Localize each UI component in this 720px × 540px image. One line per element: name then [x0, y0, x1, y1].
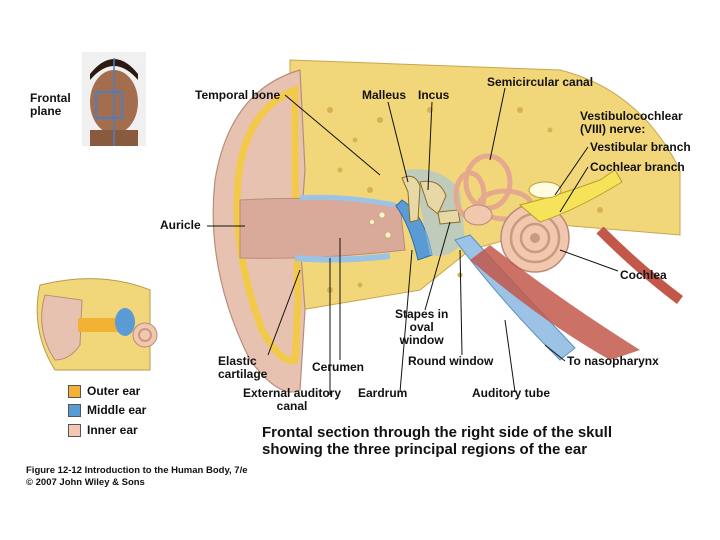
legend-swatch — [68, 403, 81, 417]
face-thumbnail — [82, 52, 146, 146]
label-stapes-oval-window: Stapes in oval window — [395, 307, 449, 347]
label-cochlear-branch: Cochlear branch — [590, 160, 685, 174]
cochlea-shape — [500, 203, 570, 273]
external-auditory-canal-shape — [239, 197, 406, 259]
muscle-shape — [470, 245, 640, 360]
ossicles — [401, 175, 461, 225]
figure-credit-line1: Figure 12-12 Introduction to the Human B… — [26, 465, 248, 476]
label-vestibulocochlear-nerve: Vestibulocochlear (VIII) nerve: — [580, 109, 683, 136]
label-vestibular-branch: Vestibular branch — [590, 140, 691, 154]
legend-item-middle-ear: Middle ear — [68, 403, 146, 417]
label-elastic-cartilage: Elastic cartilage — [218, 354, 268, 381]
inset-ear-diagram — [36, 278, 158, 371]
legend-label: Middle ear — [87, 403, 147, 417]
figure-credit-line2: © 2007 John Wiley & Sons — [26, 477, 145, 488]
label-frontal-plane: Frontal plane — [30, 91, 71, 118]
figure-credit: Figure 12-12 Introduction to the Human B… — [26, 465, 248, 489]
label-auricle: Auricle — [160, 218, 201, 232]
label-auditory-tube: Auditory tube — [472, 386, 550, 400]
legend-item-inner-ear: Inner ear — [68, 423, 138, 437]
canal-cartilage-shape — [294, 253, 391, 263]
label-to-nasopharynx: To nasopharynx — [567, 354, 659, 368]
label-semicircular-canal: Semicircular canal — [487, 75, 594, 89]
incus-shape — [419, 180, 447, 215]
canal-upper-lining — [299, 194, 396, 208]
legend-swatch — [68, 423, 81, 437]
malleus-shape — [401, 175, 421, 223]
label-eardrum: Eardrum — [358, 386, 408, 400]
nerve-blob — [528, 181, 562, 199]
label-round-window: Round window — [408, 354, 494, 368]
stapes-shape — [437, 209, 461, 225]
label-cochlea: Cochlea — [620, 268, 667, 282]
legend-item-outer-ear: Outer ear — [68, 384, 140, 398]
legend-label: Outer ear — [87, 384, 141, 398]
leader-lines — [90, 87, 619, 395]
figure-caption: Frontal section through the right side o… — [262, 424, 613, 458]
label-incus: Incus — [418, 88, 450, 102]
blood-vessel-shape — [596, 226, 684, 304]
cerumen-shapes — [369, 211, 392, 239]
label-malleus: Malleus — [362, 88, 407, 102]
label-cerumen: Cerumen — [312, 360, 365, 374]
label-external-auditory-canal: External auditory canal — [243, 386, 342, 413]
legend-label: Inner ear — [87, 423, 138, 437]
vestibule-shape — [463, 204, 493, 226]
label-temporal-bone: Temporal bone — [195, 88, 281, 102]
legend-swatch — [68, 384, 81, 398]
